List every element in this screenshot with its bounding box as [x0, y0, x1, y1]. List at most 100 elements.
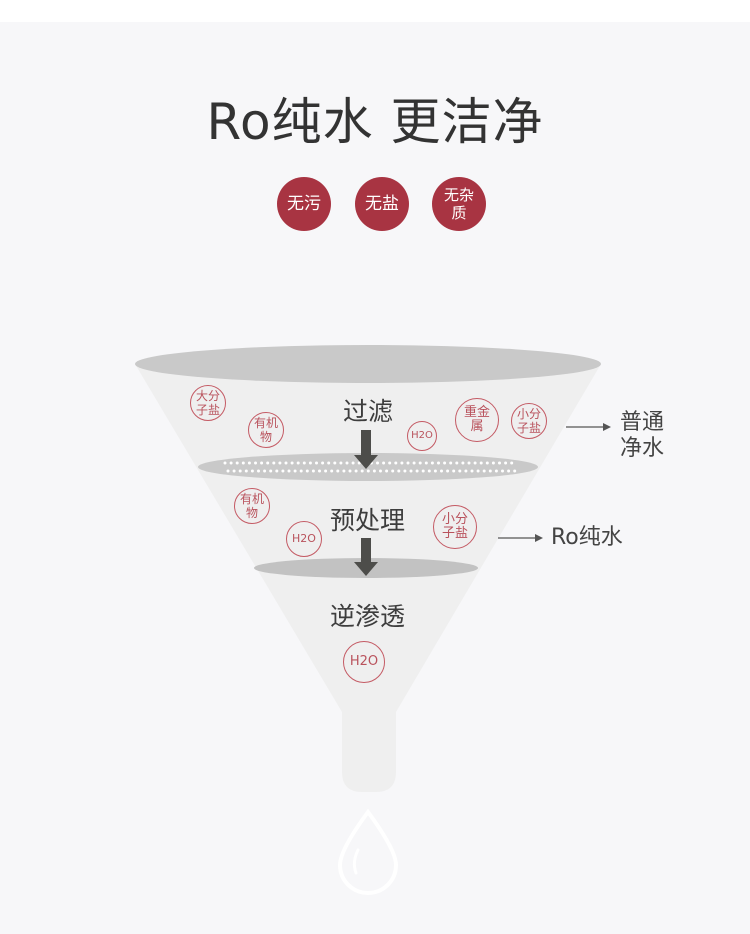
filter-hole	[449, 461, 453, 465]
filter-hole	[491, 461, 495, 465]
page-title: Ro纯水 更洁净	[206, 93, 544, 151]
filter-holes	[223, 461, 517, 473]
filter-hole	[470, 469, 474, 473]
arrow-down-icon	[354, 430, 378, 469]
filter-hole	[461, 461, 465, 465]
filter-hole	[354, 469, 358, 473]
filter-hole	[244, 469, 248, 473]
filter-hole	[272, 461, 276, 465]
filter-hole	[458, 469, 462, 473]
output-normal-water: 普通净水	[620, 410, 665, 461]
water-drop-icon	[337, 808, 399, 895]
filter-hole	[446, 469, 450, 473]
filter-hole	[467, 461, 471, 465]
filter-hole	[345, 461, 349, 465]
filter-hole	[412, 461, 416, 465]
filter-hole	[482, 469, 486, 473]
filter-hole	[440, 469, 443, 473]
filter-hole	[275, 469, 279, 473]
filter-hole	[260, 461, 264, 465]
filter-hole	[311, 469, 315, 473]
arrow-down-icon	[354, 538, 378, 576]
filter-hole	[351, 461, 355, 465]
filter-hole	[479, 461, 483, 465]
filter-hole	[348, 469, 352, 473]
filter-hole	[247, 461, 251, 465]
filter-hole	[409, 469, 413, 473]
stage-filter: 过滤	[342, 397, 393, 426]
filter-hole	[254, 461, 257, 465]
filter-hole	[302, 461, 306, 465]
filter-hole	[357, 461, 361, 465]
filter-hole	[269, 469, 273, 473]
filter-hole	[397, 469, 401, 473]
badge-no-impurity: 无杂质	[432, 177, 486, 231]
filter-hole	[336, 469, 340, 473]
filter-hole	[418, 461, 422, 465]
filter-hole	[229, 461, 233, 465]
filter-hole	[318, 469, 321, 473]
filter-hole	[308, 461, 312, 465]
arrow-right-icon	[566, 423, 611, 431]
particle-organic: 有机物	[248, 412, 284, 448]
filter-hole	[287, 469, 291, 473]
filter-hole	[452, 469, 456, 473]
filter-disk	[198, 453, 538, 481]
filter-hole	[504, 461, 508, 465]
filter-hole	[415, 469, 419, 473]
filter-hole	[382, 461, 386, 465]
filter-hole	[315, 461, 318, 465]
filter-hole	[296, 461, 300, 465]
filter-hole	[376, 461, 379, 465]
filter-hole	[385, 469, 389, 473]
filter-hole	[406, 461, 410, 465]
filter-hole	[379, 469, 382, 473]
filter-hole	[278, 461, 282, 465]
filter-hole	[455, 461, 459, 465]
filter-hole	[494, 469, 498, 473]
filter-hole	[333, 461, 337, 465]
filter-hole	[238, 469, 242, 473]
filter-hole	[372, 469, 376, 473]
particle-h2o: H2O	[286, 521, 322, 557]
filter-hole	[507, 469, 511, 473]
filter-hole	[342, 469, 346, 473]
filter-hole	[223, 461, 227, 465]
filter-hole	[510, 461, 514, 465]
filter-hole	[232, 469, 236, 473]
filter-hole	[321, 461, 325, 465]
filter-hole	[284, 461, 288, 465]
output-ro-water: Ro纯水	[551, 525, 623, 550]
particle-small-salt: 小分子盐	[511, 403, 547, 439]
filter-hole	[330, 469, 334, 473]
filter-hole	[464, 469, 468, 473]
filter-hole	[339, 461, 343, 465]
filter-hole	[360, 469, 364, 473]
filter-hole	[427, 469, 431, 473]
filter-hole	[473, 461, 477, 465]
filter-hole	[421, 469, 425, 473]
particle-organic: 有机物	[234, 488, 270, 524]
filter-hole	[235, 461, 239, 465]
filter-hole	[250, 469, 254, 473]
filter-hole	[485, 461, 489, 465]
badge-no-pollution: 无污	[277, 177, 331, 231]
filter-hole	[366, 469, 370, 473]
filter-hole	[501, 469, 504, 473]
filter-hole	[266, 461, 270, 465]
filter-hole	[299, 469, 303, 473]
particle-large-salt: 大分子盐	[190, 385, 226, 421]
filter-hole	[305, 469, 309, 473]
filter-hole	[324, 469, 328, 473]
filter-hole	[290, 461, 294, 465]
filter-hole	[394, 461, 398, 465]
filter-hole	[403, 469, 407, 473]
filter-hole	[498, 461, 501, 465]
arrow-right-icon	[498, 534, 543, 542]
badge-no-salt: 无盐	[355, 177, 409, 231]
particle-heavy-metal: 重金属	[455, 398, 499, 442]
filter-hole	[327, 461, 331, 465]
filter-hole	[433, 469, 437, 473]
filter-hole	[476, 469, 480, 473]
